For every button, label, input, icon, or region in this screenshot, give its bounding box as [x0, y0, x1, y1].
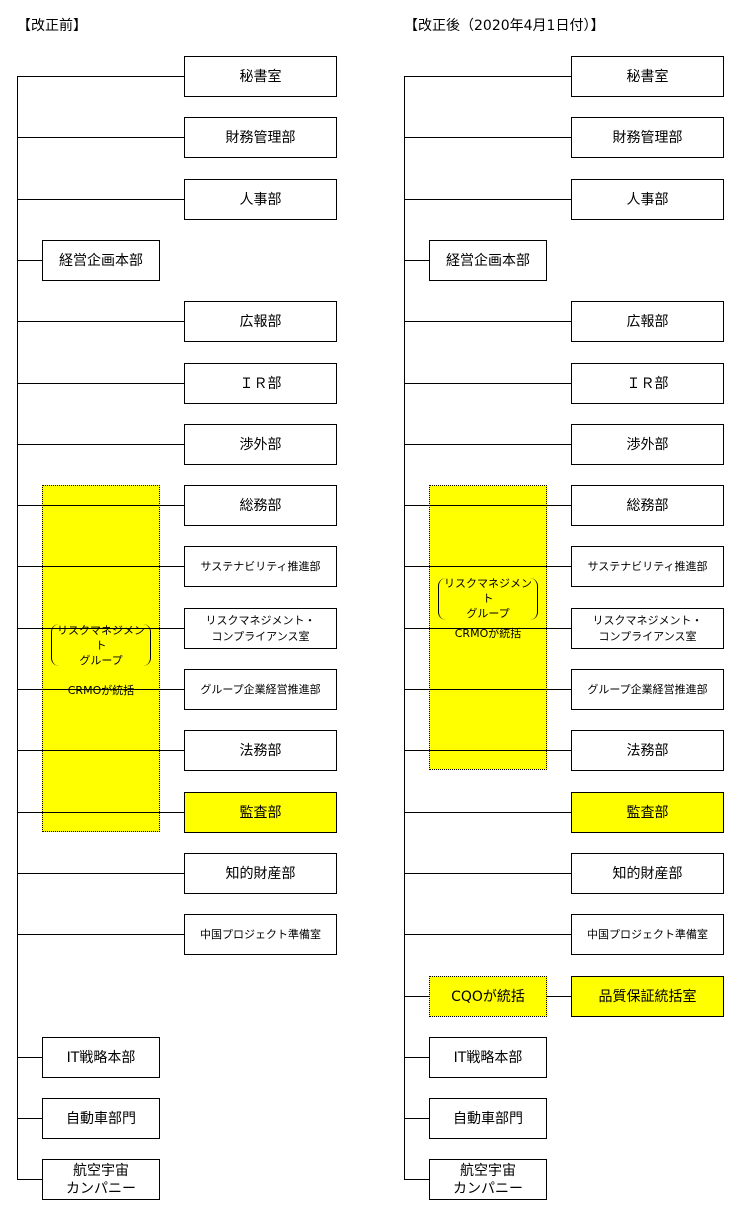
org-unit-box: ＩＲ部	[184, 363, 337, 404]
cqo-oversight-box: CQOが統括	[429, 976, 547, 1017]
org-chart-before: 【改正前】 秘書室財務管理部人事部経営企画本部広報部 ＩＲ部渉外部総務部サステナビ…	[17, 18, 337, 1200]
org-unit-box: 知的財産部	[184, 853, 337, 894]
connector-line	[404, 689, 571, 690]
org-unit-box: 渉外部	[571, 424, 724, 465]
connector-line	[17, 1118, 42, 1119]
org-unit-box: 経営企画本部	[42, 240, 160, 281]
org-unit-box: 航空宇宙 カンパニー	[429, 1159, 547, 1200]
connector-line	[404, 260, 429, 261]
connector-line	[404, 199, 571, 200]
connector-line	[17, 76, 184, 77]
org-unit-box: 渉外部	[184, 424, 337, 465]
connector-line	[17, 199, 184, 200]
org-unit-box: 広報部	[571, 301, 724, 342]
org-unit-box: 航空宇宙 カンパニー	[42, 1159, 160, 1200]
connector-line	[404, 383, 571, 384]
connector-line	[17, 1179, 42, 1180]
group-name-bracket: リスクマネジメント グループ	[51, 624, 151, 667]
org-unit-box: 監査部	[571, 792, 724, 833]
connector-line	[17, 566, 184, 567]
org-unit-box: 法務部	[571, 730, 724, 771]
connector-line	[17, 383, 184, 384]
org-unit-box: 自動車部門	[429, 1098, 547, 1139]
org-unit-box: 秘書室	[184, 56, 337, 97]
org-unit-box: サステナビリティ推進部	[184, 546, 337, 587]
connector-line	[17, 260, 42, 261]
org-unit-box: リスクマネジメント・ コンプライアンス室	[184, 608, 337, 649]
connector-line	[404, 76, 571, 77]
connector-line	[404, 873, 571, 874]
connector-line	[404, 137, 571, 138]
org-unit-box: 自動車部門	[42, 1098, 160, 1139]
connector-line	[404, 628, 571, 629]
connector-line	[404, 812, 571, 813]
risk-management-group	[429, 485, 547, 770]
group-note: CRMOが統括	[67, 684, 135, 697]
connector-line	[404, 321, 571, 322]
org-unit-box: 法務部	[184, 730, 337, 771]
org-unit-box: 秘書室	[571, 56, 724, 97]
connector-line	[404, 934, 571, 935]
connector-line	[17, 812, 184, 813]
org-unit-box: 財務管理部	[571, 117, 724, 158]
connector-line	[404, 444, 571, 445]
org-unit-box: 人事部	[184, 179, 337, 220]
risk-management-group	[42, 485, 160, 832]
connector-line	[404, 505, 571, 506]
org-unit-box: 広報部	[184, 301, 337, 342]
org-unit-box: 財務管理部	[184, 117, 337, 158]
connector-line	[17, 137, 184, 138]
org-unit-box: 総務部	[571, 485, 724, 526]
group-note: CRMOが統括	[454, 626, 522, 640]
connector-line	[17, 750, 184, 751]
group-name-bracket: リスクマネジメント グループ	[438, 577, 538, 620]
org-unit-box: 人事部	[571, 179, 724, 220]
org-unit-box: 中国プロジェクト準備室	[184, 914, 337, 955]
org-unit-box: 総務部	[184, 485, 337, 526]
connector-line	[404, 1118, 429, 1119]
connector-line	[17, 1057, 42, 1058]
org-unit-box: ＩＲ部	[571, 363, 724, 404]
connector-line	[404, 566, 571, 567]
connector-line	[17, 321, 184, 322]
heading-before: 【改正前】	[17, 18, 87, 34]
heading-after: 【改正後（2020年4月1日付）】	[404, 18, 605, 34]
org-unit-box: 監査部	[184, 792, 337, 833]
org-unit-box: サステナビリティ推進部	[571, 546, 724, 587]
org-unit-box: 品質保証統括室	[571, 976, 724, 1017]
org-unit-box: グループ企業経営推進部	[184, 669, 337, 710]
org-unit-box: 知的財産部	[571, 853, 724, 894]
org-unit-box: 中国プロジェクト準備室	[571, 914, 724, 955]
org-chart-after: 【改正後（2020年4月1日付）】 秘書室財務管理部人事部経営企画本部広報部 ＩＲ…	[387, 0, 742, 1220]
connector-line	[17, 444, 184, 445]
connector-line	[17, 628, 184, 629]
org-unit-box: 経営企画本部	[429, 240, 547, 281]
org-unit-box: リスクマネジメント・ コンプライアンス室	[571, 608, 724, 649]
connector-line	[404, 1057, 429, 1058]
org-unit-box: IT戦略本部	[42, 1037, 160, 1078]
connector-line	[17, 505, 184, 506]
org-unit-box: IT戦略本部	[429, 1037, 547, 1078]
connector-line	[404, 1179, 429, 1180]
org-unit-box: グループ企業経営推進部	[571, 669, 724, 710]
connector-line	[17, 689, 184, 690]
connector-line	[404, 750, 571, 751]
connector-line	[17, 934, 184, 935]
connector-line	[17, 873, 184, 874]
